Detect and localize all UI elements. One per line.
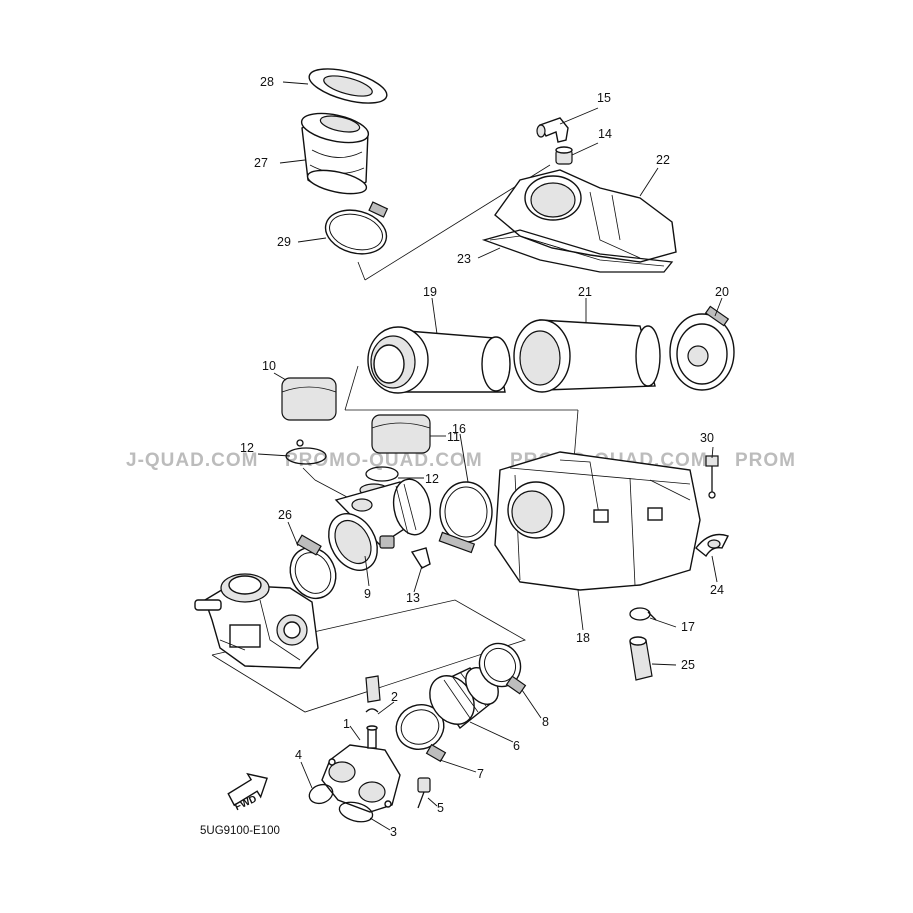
callout-4: 4 — [295, 748, 302, 762]
callout-28: 28 — [260, 75, 274, 89]
callout-5: 5 — [437, 801, 444, 815]
part-26-clamp — [289, 534, 337, 600]
callout-21: 21 — [578, 285, 592, 299]
part-15-breather-fitting — [536, 117, 569, 143]
callout-27: 27 — [254, 156, 268, 170]
part-3-o-ring — [338, 801, 374, 823]
callout-6: 6 — [513, 739, 520, 753]
part-22-airbox-cover — [494, 169, 677, 263]
callout-11: 11 — [447, 430, 460, 444]
part-16-hose-clamp — [438, 481, 493, 554]
watermark-1: J-QUAD.COM — [126, 450, 258, 471]
callout-22: 22 — [656, 153, 670, 167]
watermark-strip: J-QUAD.COM PROMO-QUAD.COM PROMO-QUAD.COM… — [126, 450, 796, 471]
callout-29: 29 — [277, 235, 291, 249]
part-30-bolt — [705, 455, 719, 499]
callout-8: 8 — [542, 715, 549, 729]
part-24-bracket — [695, 533, 729, 558]
part-23-cover-seal — [481, 229, 674, 273]
callout-17: 17 — [681, 620, 695, 634]
callout-7: 7 — [477, 767, 484, 781]
callout-16: 16 — [452, 422, 466, 436]
callout-12b: 12 — [425, 472, 439, 486]
part-19-filter-element — [367, 326, 511, 394]
callout-19: 19 — [423, 285, 437, 299]
part-17-clip — [629, 607, 657, 621]
callout-23: 23 — [457, 252, 471, 266]
watermark-4: PROM — [735, 450, 796, 471]
part-1-intake-manifold — [321, 725, 401, 813]
part-25-drain-tube — [629, 636, 653, 681]
part-7-clamp — [395, 704, 447, 763]
part-29-clamp-band — [324, 201, 389, 255]
forward-arrow-icon: FWD — [227, 772, 268, 813]
part-2-pipe — [365, 675, 381, 713]
callout-18: 18 — [576, 631, 590, 645]
callout-numbers: 1 2 3 4 5 6 7 8 9 10 11 12 12 13 14 15 1… — [240, 75, 729, 839]
callout-14: 14 — [598, 127, 612, 141]
part-21-filter-foam — [513, 319, 661, 393]
part-14-grommet — [555, 146, 573, 165]
callout-1: 1 — [343, 717, 350, 731]
callout-12a: 12 — [240, 441, 254, 455]
part-5-bolt — [417, 777, 431, 809]
part-20-filter-cap — [669, 305, 735, 391]
part-4-o-ring — [308, 783, 334, 805]
callout-25: 25 — [681, 658, 695, 672]
callout-13: 13 — [406, 591, 420, 605]
callout-20: 20 — [715, 285, 729, 299]
part-27-intake-funnel — [300, 112, 370, 195]
part-11-foam-block — [371, 414, 431, 454]
carburetor-assembly — [194, 573, 319, 669]
callout-2: 2 — [391, 690, 398, 704]
callout-15: 15 — [597, 91, 611, 105]
callout-10: 10 — [262, 359, 276, 373]
leader-lines — [257, 81, 723, 831]
callout-24: 24 — [710, 583, 724, 597]
part-8-clamp — [478, 642, 527, 695]
part-28-gasket-ring — [308, 68, 388, 104]
watermark-2: PROMO-QUAD.COM — [285, 450, 483, 471]
part-10-foam-block — [281, 377, 337, 421]
callout-3: 3 — [390, 825, 397, 839]
part-18-airbox — [494, 451, 701, 591]
callout-30: 30 — [700, 431, 714, 445]
callout-26: 26 — [278, 508, 292, 522]
diagram-code: 5UG9100-E100 — [200, 825, 280, 837]
callout-9: 9 — [364, 587, 371, 601]
